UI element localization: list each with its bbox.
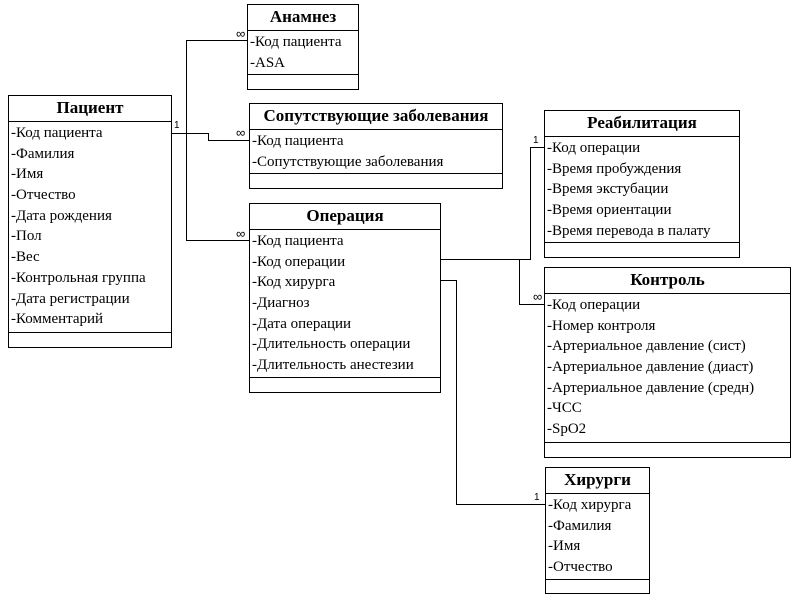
line-patient-comorbidities <box>171 133 250 141</box>
attribute: -Артериальное давление (диаст) <box>547 359 754 376</box>
attribute: -Время пробуждения <box>547 160 682 177</box>
attribute-list: -Код пациента -ASA <box>248 31 358 75</box>
entity-rehabilitation: Реабилитация -Код операции -Время пробуж… <box>544 110 740 258</box>
entity-control: Контроль -Код операции -Номер контроля -… <box>544 267 791 458</box>
attribute: -Код операции <box>547 140 641 156</box>
attribute: -Имя <box>11 166 44 183</box>
attribute: -Вес <box>11 249 40 266</box>
attribute-list: -Код пациента -Код операции -Код хирурга… <box>250 230 440 378</box>
attribute: -Отчество <box>11 187 76 204</box>
attribute: -Код пациента <box>252 133 344 149</box>
attribute: -Артериальное давление (сист) <box>547 338 746 355</box>
attribute: -Длительность анестезии <box>252 357 414 374</box>
attribute: -Код операции <box>252 253 346 270</box>
attribute: -Время ориентации <box>547 202 672 219</box>
entity-patient: Пациент -Код пациента -Фамилия -Имя -Отч… <box>8 95 172 348</box>
attribute: -Диагноз <box>252 295 310 312</box>
card-anamnesis-many: ∞ <box>236 26 246 41</box>
entity-operation: Операция -Код пациента -Код операции -Ко… <box>249 203 441 393</box>
attribute: -Сопутствующие заболевания <box>252 153 444 170</box>
attribute: -SpO2 <box>547 421 587 438</box>
attribute-list: -Код пациента -Фамилия -Имя -Отчество -Д… <box>9 122 171 333</box>
card-comorbidities-many: ∞ <box>236 125 246 140</box>
attribute: -Номер контроля <box>547 317 656 334</box>
attribute: -Код хирурга <box>548 497 632 513</box>
line-operation-control <box>440 259 545 305</box>
attribute-list: -Код пациента -Сопутствующие заболевания <box>250 130 502 174</box>
card-patient-1: 1 <box>174 120 180 131</box>
attribute: -ЧСС <box>547 400 582 417</box>
attribute: -Пол <box>11 228 42 245</box>
attribute: -ASA <box>250 54 286 71</box>
attribute: -Длительность операции <box>252 336 411 353</box>
attribute: -Код пациента <box>252 233 344 249</box>
entity-title: Сопутствующие заболевания <box>250 104 502 130</box>
attribute-list: -Код операции -Номер контроля -Артериаль… <box>545 294 790 443</box>
entity-title: Контроль <box>545 268 790 294</box>
entity-title: Реабилитация <box>545 111 739 137</box>
line-operation-surgeons <box>440 280 546 505</box>
entity-title: Анамнез <box>248 5 358 31</box>
attribute: -Дата рождения <box>11 207 112 224</box>
attribute: -Код пациента <box>11 125 103 141</box>
attribute: -Время экстубации <box>547 181 669 198</box>
line-patient-operation <box>186 133 250 241</box>
card-surgeons-1: 1 <box>534 492 540 503</box>
attribute: -Время перевода в палату <box>547 222 711 239</box>
attribute: -Код пациента <box>250 34 342 50</box>
attribute: -Фамилия <box>11 145 75 162</box>
attribute: -Дата операции <box>252 315 352 332</box>
attribute: -Имя <box>548 538 581 555</box>
line-patient-anamnesis <box>171 40 248 134</box>
entity-title: Пациент <box>9 96 171 122</box>
card-control-many: ∞ <box>533 289 543 304</box>
entity-comorbidities: Сопутствующие заболевания -Код пациента … <box>249 103 503 189</box>
attribute: -Комментарий <box>11 311 104 328</box>
entity-title: Хирурги <box>546 468 649 494</box>
attribute-list: -Код операции -Время пробуждения -Время … <box>545 137 739 243</box>
entity-anamnesis: Анамнез -Код пациента -ASA <box>247 4 359 90</box>
attribute: -Фамилия <box>548 517 612 534</box>
card-operation-many: ∞ <box>236 226 246 241</box>
attribute: -Контрольная группа <box>11 269 146 286</box>
attribute: -Артериальное давление (средн) <box>547 379 755 396</box>
entity-surgeons: Хирурги -Код хирурга -Фамилия -Имя -Отче… <box>545 467 650 594</box>
attribute: -Код хирурга <box>252 274 336 291</box>
attribute: -Код операции <box>547 297 641 313</box>
card-rehabilitation-1: 1 <box>533 135 539 146</box>
attribute: -Отчество <box>548 559 613 576</box>
attribute-list: -Код хирурга -Фамилия -Имя -Отчество <box>546 494 649 580</box>
entity-title: Операция <box>250 204 440 230</box>
attribute: -Дата регистрации <box>11 290 130 307</box>
